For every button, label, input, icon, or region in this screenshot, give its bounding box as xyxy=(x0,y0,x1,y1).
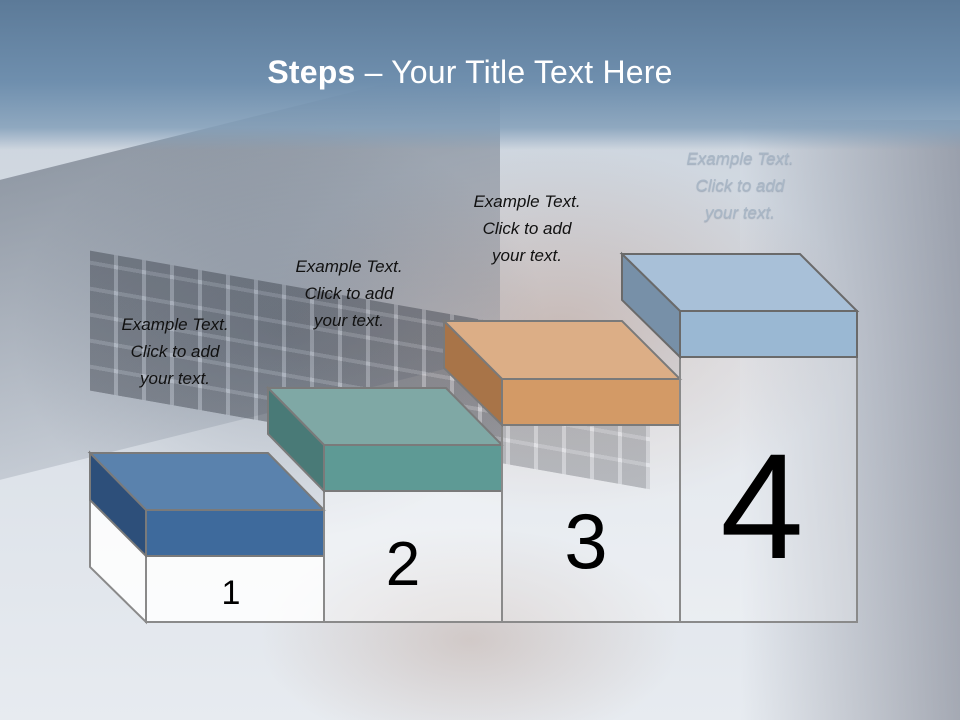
step-3[interactable]: 3 xyxy=(441,318,683,623)
step-2-number: 2 xyxy=(386,530,420,599)
step-1-number: 1 xyxy=(222,574,241,612)
caption-line: Example Text. xyxy=(295,257,403,276)
step-1-caption[interactable]: Example Text. Click to add your text. xyxy=(95,311,255,392)
title-rest-text: – Your Title Text Here xyxy=(355,54,673,90)
slide-title[interactable]: Steps – Your Title Text Here xyxy=(0,54,940,91)
caption-line: your text. xyxy=(492,246,562,265)
step-4-number: 4 xyxy=(720,422,803,590)
caption-line: Click to add xyxy=(130,342,220,361)
title-bold-text: Steps xyxy=(267,54,356,90)
step-1-block-front xyxy=(145,509,325,557)
shirt-shape xyxy=(740,120,960,720)
step-4[interactable]: 4 xyxy=(619,251,860,623)
caption-line: your text. xyxy=(140,369,210,388)
caption-line: your text. xyxy=(705,203,775,222)
caption-line: Click to add xyxy=(695,176,785,195)
caption-line: Example Text. xyxy=(121,315,229,334)
step-3-number: 3 xyxy=(564,497,607,585)
step-2-caption[interactable]: Example Text. Click to add your text. xyxy=(269,253,429,334)
step-1[interactable]: 1 xyxy=(87,450,327,625)
caption-line: Example Text. xyxy=(473,192,581,211)
title-band xyxy=(0,0,960,150)
caption-line: Click to add xyxy=(482,219,572,238)
caption-line: Example Text. xyxy=(686,149,794,168)
step-4-caption[interactable]: Example Text. Click to add your text. xyxy=(660,145,820,226)
caption-line: Click to add xyxy=(304,284,394,303)
step-3-caption[interactable]: Example Text. Click to add your text. xyxy=(447,188,607,269)
caption-line: your text. xyxy=(314,311,384,330)
